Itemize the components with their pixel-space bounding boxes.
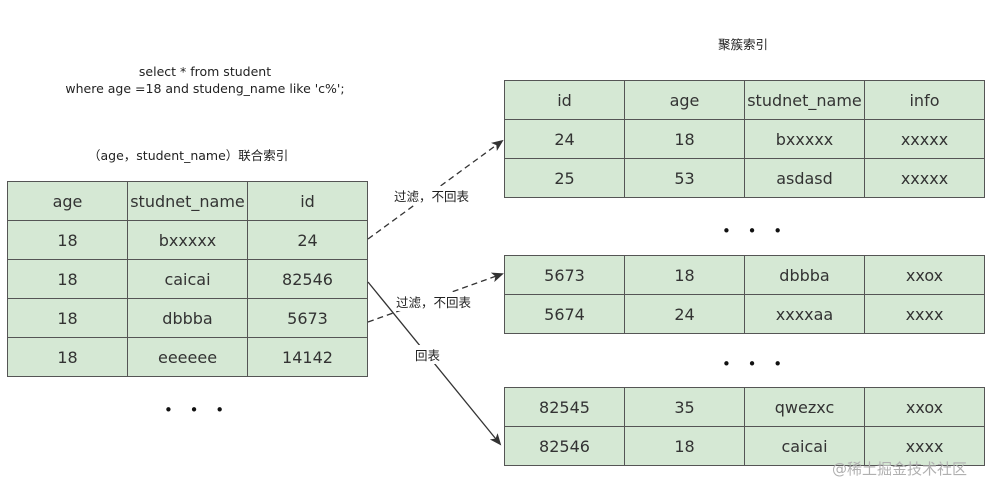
header-cell: studnet_name	[127, 181, 248, 221]
table-header-row: age studnet_name id	[7, 181, 368, 221]
composite-ellipsis: • • •	[164, 401, 231, 419]
table-cell: 14142	[247, 337, 368, 377]
table-cell: xxox	[864, 387, 985, 427]
table-row: 18 caicai 82546	[7, 259, 368, 299]
table-row: 82545 35 qwezxc xxox	[504, 387, 985, 427]
table-cell: 18	[624, 255, 745, 295]
table-row: 18 eeeeee 14142	[7, 337, 368, 377]
table-cell: 25	[504, 158, 625, 198]
table-cell: 82546	[247, 259, 368, 299]
table-cell: bxxxxx	[127, 220, 248, 260]
table-cell: xxxxx	[864, 119, 985, 159]
table-cell: qwezxc	[744, 387, 865, 427]
sql-query-line-2: where age =18 and studeng_name like 'c%'…	[65, 81, 345, 96]
table-cell: 5674	[504, 294, 625, 334]
table-row: 18 bxxxxx 24	[7, 220, 368, 260]
clustered-index-table-1: id age studnet_name info 24 18 bxxxxx xx…	[504, 80, 985, 198]
table-cell: 18	[7, 298, 128, 338]
table-cell: 82546	[504, 426, 625, 466]
table-cell: 5673	[504, 255, 625, 295]
table-cell: dbbba	[744, 255, 865, 295]
clustered-ellipsis-2: • • •	[722, 355, 789, 373]
arrow-label-filter-1: 过滤，不回表	[393, 186, 471, 205]
clustered-ellipsis-1: • • •	[722, 222, 789, 240]
table-cell: 18	[7, 259, 128, 299]
header-cell: age	[7, 181, 128, 221]
table-cell: 24	[624, 294, 745, 334]
table-row: 24 18 bxxxxx xxxxx	[504, 119, 985, 159]
sql-query: select * from student where age =18 and …	[40, 63, 370, 97]
header-cell: studnet_name	[744, 80, 865, 120]
table-cell: 53	[624, 158, 745, 198]
table-cell: eeeeee	[127, 337, 248, 377]
table-cell: dbbba	[127, 298, 248, 338]
table-cell: xxxx	[864, 294, 985, 334]
table-cell: 18	[7, 220, 128, 260]
arrow-label-filter-2: 过滤，不回表	[395, 292, 473, 311]
table-row: 25 53 asdasd xxxxx	[504, 158, 985, 198]
table-cell: 35	[624, 387, 745, 427]
composite-index-table: age studnet_name id 18 bxxxxx 24 18 caic…	[7, 181, 368, 377]
table-cell: xxxxx	[864, 158, 985, 198]
table-cell: xxox	[864, 255, 985, 295]
table-cell: 18	[7, 337, 128, 377]
table-cell: caicai	[127, 259, 248, 299]
clustered-index-title: 聚簇索引	[718, 37, 769, 52]
table-cell: xxxx	[864, 426, 985, 466]
table-cell: bxxxxx	[744, 119, 865, 159]
table-header-row: id age studnet_name info	[504, 80, 985, 120]
table-row: 5674 24 xxxxaa xxxx	[504, 294, 985, 334]
table-row: 82546 18 caicai xxxx	[504, 426, 985, 466]
header-cell: id	[247, 181, 368, 221]
table-row: 5673 18 dbbba xxox	[504, 255, 985, 295]
clustered-index-table-3: 82545 35 qwezxc xxox 82546 18 caicai xxx…	[504, 387, 985, 466]
sql-query-line-1: select * from student	[138, 64, 272, 79]
table-cell: caicai	[744, 426, 865, 466]
table-cell: 24	[247, 220, 368, 260]
clustered-index-table-2: 5673 18 dbbba xxox 5674 24 xxxxaa xxxx	[504, 255, 985, 334]
table-cell: asdasd	[744, 158, 865, 198]
arrow-label-lookup: 回表	[414, 345, 442, 364]
watermark: @稀土掘金技术社区	[832, 460, 968, 478]
table-cell: 24	[504, 119, 625, 159]
table-row: 18 dbbba 5673	[7, 298, 368, 338]
table-cell: 18	[624, 119, 745, 159]
header-cell: age	[624, 80, 745, 120]
table-cell: 18	[624, 426, 745, 466]
composite-index-title: （age，student_name）联合索引	[88, 148, 289, 163]
